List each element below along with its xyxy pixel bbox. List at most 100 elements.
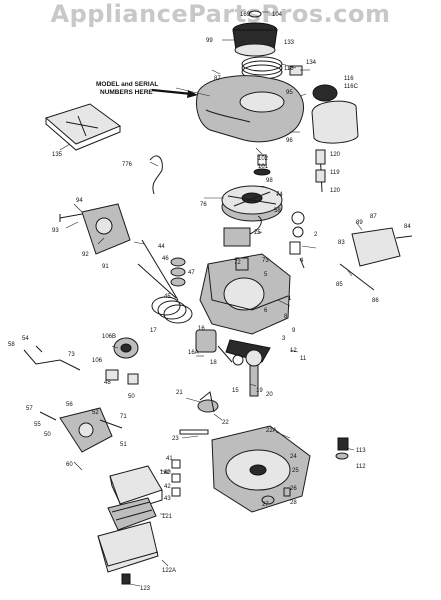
air-cleaner-base	[97, 521, 159, 585]
governor-linkage	[23, 345, 81, 371]
part-number: 123	[140, 586, 151, 592]
part-number: 12	[290, 348, 297, 354]
part-number: 3	[282, 336, 286, 342]
part-number: 134	[306, 60, 317, 66]
part-number: 15	[232, 388, 239, 394]
part-number: 776	[122, 162, 133, 168]
leader-lines	[59, 11, 363, 587]
model-serial-note: MODEL and SERIAL NUMBERS HERE	[96, 81, 198, 98]
part-number: 101	[258, 164, 269, 170]
part-number: 47	[188, 270, 195, 276]
part-number: 104	[272, 12, 283, 18]
part-number: 57	[26, 406, 33, 412]
part-number: 44	[158, 244, 165, 250]
part-number: 119	[330, 170, 340, 176]
part-number: 112	[356, 464, 366, 470]
part-number: 2	[314, 232, 318, 238]
part-number: 98	[266, 178, 273, 184]
part-number: 169	[240, 12, 251, 18]
part-number: 116	[344, 76, 354, 82]
part-number: 116C	[344, 84, 359, 90]
part-number: 26	[290, 486, 297, 492]
part-number: 102	[258, 156, 269, 162]
recoil-starter	[232, 10, 278, 57]
part-number: 58	[8, 342, 15, 348]
part-number: 48	[104, 380, 111, 386]
part-number: 86	[372, 298, 379, 304]
oil-fill-cap	[335, 437, 349, 460]
part-number: 21	[176, 390, 183, 396]
part-number: 27	[262, 502, 269, 508]
part-number: 46	[162, 256, 169, 262]
part-number: 58	[274, 208, 281, 214]
part-number: 122A	[162, 568, 176, 574]
connecting-rod	[217, 345, 244, 366]
throttle-bracket	[339, 227, 413, 291]
piston	[195, 329, 217, 353]
ignition-coil	[223, 215, 262, 247]
baffle-48	[105, 369, 119, 381]
part-number: 42	[164, 484, 171, 490]
part-number: 118	[284, 66, 294, 72]
part-number: 84	[404, 224, 411, 230]
fuel-line	[315, 149, 326, 193]
part-number: 89	[356, 220, 363, 226]
air-filter-element	[107, 497, 157, 531]
part-number: 87	[370, 214, 377, 220]
gasket-and-seals	[289, 211, 305, 269]
air-cleaner-cover	[109, 465, 163, 513]
part-number: 23	[172, 436, 179, 442]
part-number: 22A	[266, 428, 277, 434]
drain-plug	[261, 487, 291, 505]
part-number: 11	[300, 356, 307, 362]
cylinder-block	[199, 253, 291, 335]
bracket-50	[127, 373, 139, 385]
starter-spring	[241, 56, 283, 80]
part-number: 1	[288, 296, 292, 302]
part-number-callouts: 169 104 99 133 87 118 134 116 116C 95 13…	[8, 12, 411, 592]
piston-rings	[151, 296, 193, 324]
part-number: 20	[266, 392, 273, 398]
part-number: 133	[284, 40, 295, 46]
part-number: 25	[292, 468, 299, 474]
flywheel	[221, 185, 283, 222]
part-number: 73	[262, 258, 269, 264]
part-number: 75	[254, 230, 261, 236]
part-number: 28	[290, 500, 297, 506]
part-number: 16	[198, 326, 205, 332]
part-number: 51	[120, 442, 127, 448]
ground-wire	[149, 155, 163, 195]
part-number: 120	[330, 188, 341, 194]
carburetor-upper	[59, 203, 131, 255]
model-note-line2: NUMBERS HERE	[100, 89, 153, 96]
dipstick-parts	[171, 459, 181, 497]
part-number: 19	[256, 388, 263, 394]
part-number: 45	[164, 294, 171, 300]
flywheel-nut	[253, 154, 271, 176]
part-number: 92	[82, 252, 89, 258]
model-note-line1: MODEL and SERIAL	[96, 81, 158, 88]
part-number: 106B	[102, 334, 116, 340]
muffler	[113, 337, 139, 359]
part-number: 6	[264, 308, 268, 314]
air-filter-cover	[44, 103, 122, 151]
part-number: 113	[356, 448, 366, 454]
fuel-tank	[311, 84, 359, 144]
part-number: 16A	[188, 350, 199, 356]
part-number: 91	[102, 264, 109, 270]
part-number: 54	[22, 336, 29, 342]
part-number: 60	[66, 462, 73, 468]
valve-springs	[137, 239, 186, 301]
part-number: 41	[166, 456, 173, 462]
part-number: 76	[200, 202, 207, 208]
part-number: 55	[34, 422, 41, 428]
part-number: 120	[330, 152, 341, 158]
part-number: 18	[210, 360, 217, 366]
part-number: 4	[300, 258, 304, 264]
part-number: 87	[214, 76, 221, 82]
part-number: 99	[206, 38, 213, 44]
part-number: 22	[222, 420, 229, 426]
part-number: 50	[44, 432, 51, 438]
part-number: 50	[128, 394, 135, 400]
